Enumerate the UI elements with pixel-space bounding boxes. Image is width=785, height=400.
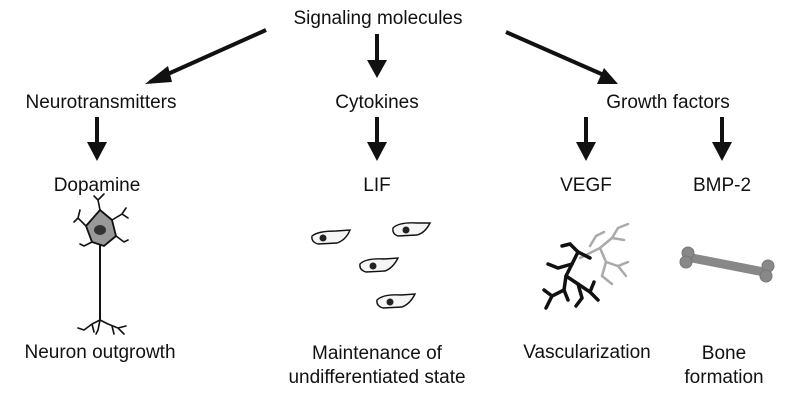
arrowhead-cytokines: [367, 60, 387, 78]
arrows-level2: [87, 117, 732, 161]
arrows-root: [145, 28, 618, 84]
root-label: Signaling molecules: [293, 8, 463, 29]
blood-vessel-icon: [542, 222, 630, 310]
outcome-maintenance: Maintenance of undifferentiated state: [288, 342, 465, 390]
category-cytokines: Cytokines: [335, 92, 419, 113]
arrowhead-growth-factors: [597, 68, 618, 84]
arrow-to-growth-factors: [505, 30, 607, 78]
outcome-maintenance-line2: undifferentiated state: [288, 367, 466, 388]
cell-2: [392, 222, 432, 237]
neuron-icon: [73, 193, 129, 335]
bone-icon: [679, 246, 775, 283]
category-growth-factors: Growth factors: [606, 92, 730, 113]
outcome-vascularization: Vascularization: [523, 342, 651, 363]
molecule-vegf: VEGF: [560, 175, 612, 196]
molecule-lif: LIF: [363, 175, 391, 196]
category-neurotransmitters: Neurotransmitters: [25, 92, 177, 113]
molecule-dopamine: Dopamine: [53, 175, 141, 196]
cell-3: [359, 257, 400, 273]
arrowhead-neurotransmitters: [145, 66, 172, 84]
molecule-bmp2: BMP-2: [692, 175, 752, 196]
arrowhead-lif: [367, 142, 387, 161]
cell-4: [376, 293, 417, 309]
outcome-neuron-outgrowth: Neuron outgrowth: [24, 342, 176, 363]
outcome-maintenance-line1: Maintenance of: [312, 343, 442, 364]
arrowhead-vegf: [576, 142, 596, 161]
outcome-bone-line1: Bone: [701, 343, 747, 364]
cell-1: [311, 229, 352, 245]
cells-icon: [311, 222, 432, 309]
arrowhead-dopamine: [87, 142, 107, 161]
outcome-bone-line2: formation: [684, 367, 764, 388]
outcome-bone-formation: Bone formation: [684, 342, 763, 390]
arrowhead-bmp2: [712, 142, 732, 161]
